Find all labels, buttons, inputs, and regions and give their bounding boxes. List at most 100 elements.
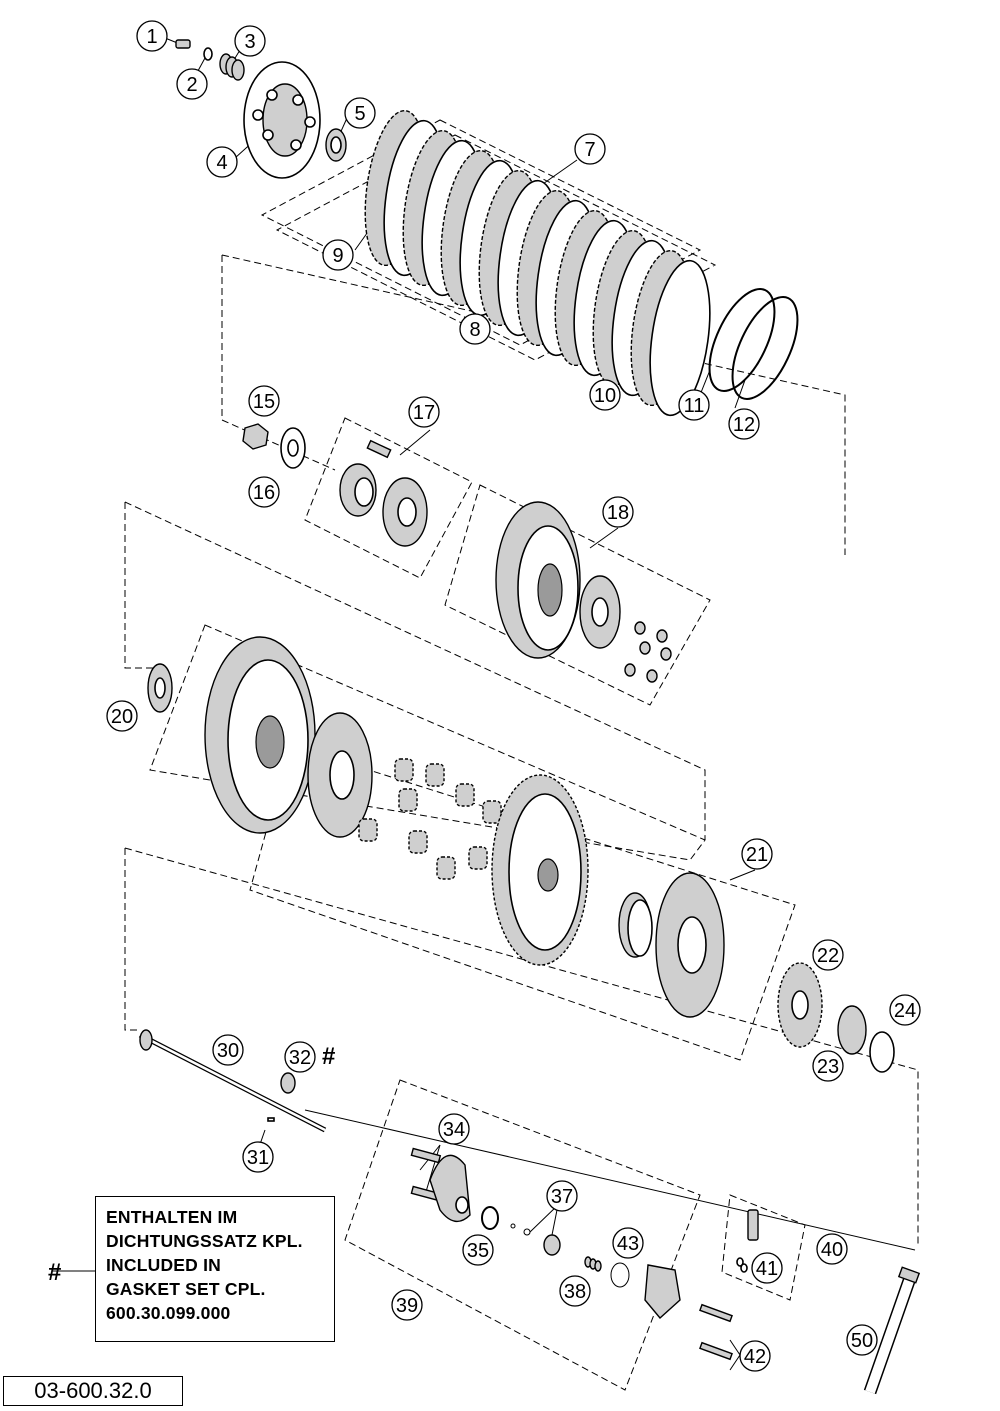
part-gear-bearing-22-24: [777, 962, 895, 1073]
callout-42: 42: [739, 1340, 771, 1372]
callout-32: 32: [284, 1041, 316, 1073]
spring: [394, 758, 414, 782]
callout-label: 21: [746, 844, 768, 866]
callout-37: 37: [546, 1180, 578, 1212]
callout-12: 12: [728, 408, 760, 440]
callout-18: 18: [602, 496, 634, 528]
callout-label: 20: [111, 706, 133, 728]
part-pressure-cap: [175, 39, 347, 179]
callout-24: 24: [889, 994, 921, 1026]
callout-17: 17: [408, 396, 440, 428]
callout-16: 16: [248, 476, 280, 508]
callout-39: 39: [391, 1289, 423, 1321]
spring: [482, 800, 502, 824]
callout-3: 3: [234, 25, 266, 57]
callout-label: 2: [186, 74, 197, 96]
hash-marker-note: #: [48, 1259, 61, 1286]
note-line-2: DICHTUNGSSATZ KPL.: [106, 1231, 303, 1251]
callout-20: 20: [106, 700, 138, 732]
bolt: [656, 629, 668, 643]
part-clutch-plate-stack: [364, 109, 711, 417]
dashed-group-outlines: [124, 119, 919, 1391]
clutch-plate: [649, 259, 711, 417]
callout-2: 2: [176, 68, 208, 100]
part-springs-gear-21: [358, 758, 725, 1018]
callout-label: 38: [564, 1281, 586, 1303]
callout-label: 9: [332, 245, 343, 267]
callout-label: 24: [894, 1000, 916, 1022]
callout-35: 35: [462, 1234, 494, 1266]
callout-1: 1: [136, 20, 168, 52]
callout-5: 5: [344, 97, 376, 129]
spring: [468, 846, 488, 870]
note-line-5: 600.30.099.000: [106, 1303, 231, 1323]
callout-8: 8: [459, 313, 491, 345]
callout-43: 43: [612, 1227, 644, 1259]
callout-label: 40: [821, 1239, 843, 1261]
callout-38: 38: [559, 1275, 591, 1307]
spring: [455, 783, 475, 807]
spring: [398, 788, 418, 812]
spring: [425, 763, 445, 787]
note-line-3: INCLUDED IN: [106, 1255, 221, 1275]
note-line-1: ENTHALTEN IM: [106, 1207, 238, 1227]
callout-label: 35: [467, 1240, 489, 1262]
callout-label: 30: [217, 1040, 239, 1062]
part-nut-washer: [242, 423, 306, 469]
callout-label: 39: [396, 1295, 418, 1317]
spring: [436, 856, 456, 880]
bolt: [660, 647, 672, 661]
callout-label: 42: [744, 1346, 766, 1368]
callout-label: 4: [216, 152, 227, 174]
callout-label: 34: [443, 1119, 465, 1141]
bolt: [646, 669, 658, 683]
callout-label: 12: [733, 414, 755, 436]
callout-23: 23: [812, 1050, 844, 1082]
callout-30: 30: [212, 1034, 244, 1066]
note-line-4: GASKET SET CPL.: [106, 1279, 266, 1299]
callout-label: 23: [817, 1056, 839, 1078]
callout-label: 11: [684, 395, 705, 417]
callout-label: 16: [253, 482, 275, 504]
callout-label: 3: [244, 31, 255, 53]
callout-11: 11: [678, 389, 710, 421]
callout-label: 31: [247, 1147, 269, 1169]
callout-label: 15: [253, 391, 275, 413]
diagram-code: 03-600.32.0: [3, 1376, 183, 1406]
part-rings-11-12: [708, 288, 799, 400]
callout-41: 41: [751, 1252, 783, 1284]
part-basket-18: [495, 501, 672, 683]
callout-7: 7: [574, 133, 606, 165]
callout-22: 22: [812, 939, 844, 971]
callout-label: 22: [817, 945, 839, 967]
callout-21: 21: [741, 838, 773, 870]
part-hub-17: [339, 439, 428, 547]
callout-label: 5: [354, 103, 365, 125]
callout-label: 41: [756, 1258, 778, 1280]
callout-label: 1: [146, 26, 157, 48]
callout-label: 50: [851, 1330, 873, 1352]
bolt: [639, 641, 651, 655]
gasket-set-note: ENTHALTEN IM DICHTUNGSSATZ KPL. INCLUDED…: [95, 1196, 335, 1342]
callout-34: 34: [438, 1113, 470, 1145]
part-grease-tube-50: [863, 1266, 921, 1395]
callout-4: 4: [206, 146, 238, 178]
callout-label: 7: [584, 139, 595, 161]
callout-label: 32: [289, 1047, 311, 1069]
callout-label: 43: [617, 1233, 639, 1255]
part-pushrod-30: [138, 1029, 327, 1133]
callout-31: 31: [242, 1141, 274, 1173]
callout-label: 37: [551, 1186, 573, 1208]
part-slave-cylinder: [410, 1147, 733, 1361]
callout-10: 10: [589, 379, 621, 411]
callout-50: 50: [846, 1324, 878, 1356]
callout-15: 15: [248, 385, 280, 417]
callout-label: 18: [607, 502, 629, 524]
callout-label: 10: [594, 385, 616, 407]
spring: [358, 818, 378, 842]
hash-marker-32: #: [322, 1043, 335, 1070]
bolt: [624, 663, 636, 677]
callout-label: 8: [469, 319, 480, 341]
